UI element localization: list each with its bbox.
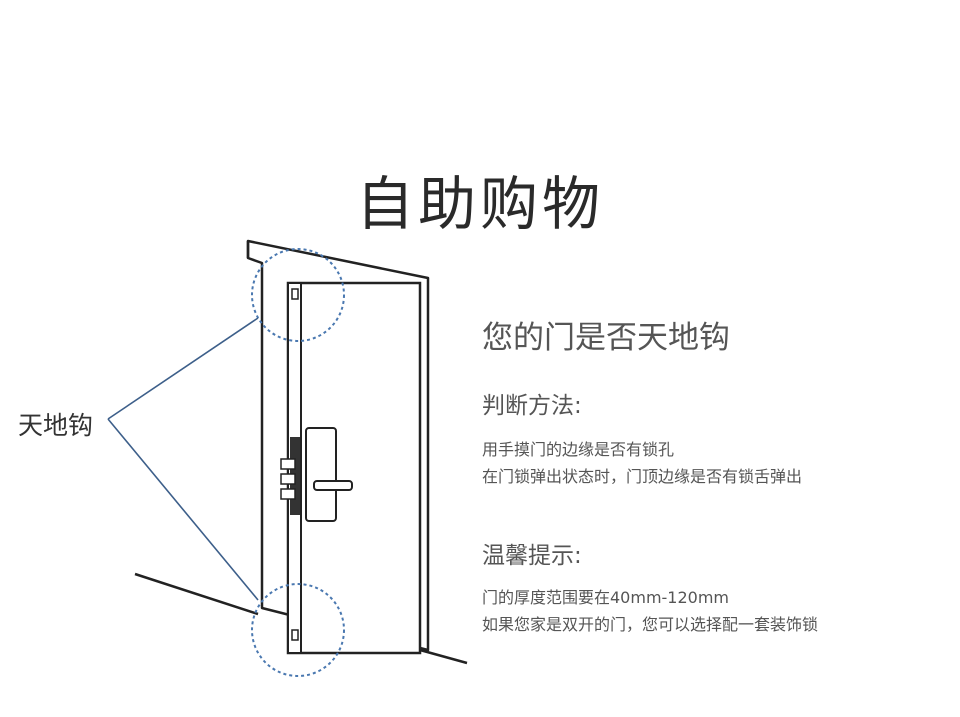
- method-line-1: 用手摸门的边缘是否有锁孔: [482, 440, 675, 459]
- bottom-latch: [291, 629, 299, 641]
- lock-handle: [313, 480, 353, 491]
- bottom-hook-highlight: [251, 583, 345, 677]
- lock-faceplate: [305, 427, 337, 522]
- question-heading: 您的门是否天地钩: [482, 320, 730, 356]
- lock-bolt-1: [280, 458, 296, 470]
- callout-label: 天地钩: [18, 411, 94, 440]
- method-heading: 判断方法:: [482, 393, 582, 419]
- callout-line-bottom: [107, 418, 259, 601]
- top-hook-highlight: [251, 248, 345, 342]
- method-line-2: 在门锁弹出状态时，门顶边缘是否有锁舌弹出: [482, 467, 803, 486]
- lock-bolt-3: [280, 488, 296, 500]
- tips-line-2: 如果您家是双开的门，您可以选择配一套装饰锁: [482, 615, 819, 634]
- floor-line-left: [134, 572, 259, 616]
- lock-bolt-2: [280, 473, 296, 485]
- page-title: 自助购物: [355, 169, 604, 238]
- callout-line-top: [107, 317, 259, 420]
- tips-heading: 温馨提示:: [482, 543, 582, 569]
- floor-line-right: [419, 648, 468, 665]
- top-latch: [291, 288, 299, 300]
- tips-line-1: 门的厚度范围要在40mm-120mm: [482, 588, 730, 607]
